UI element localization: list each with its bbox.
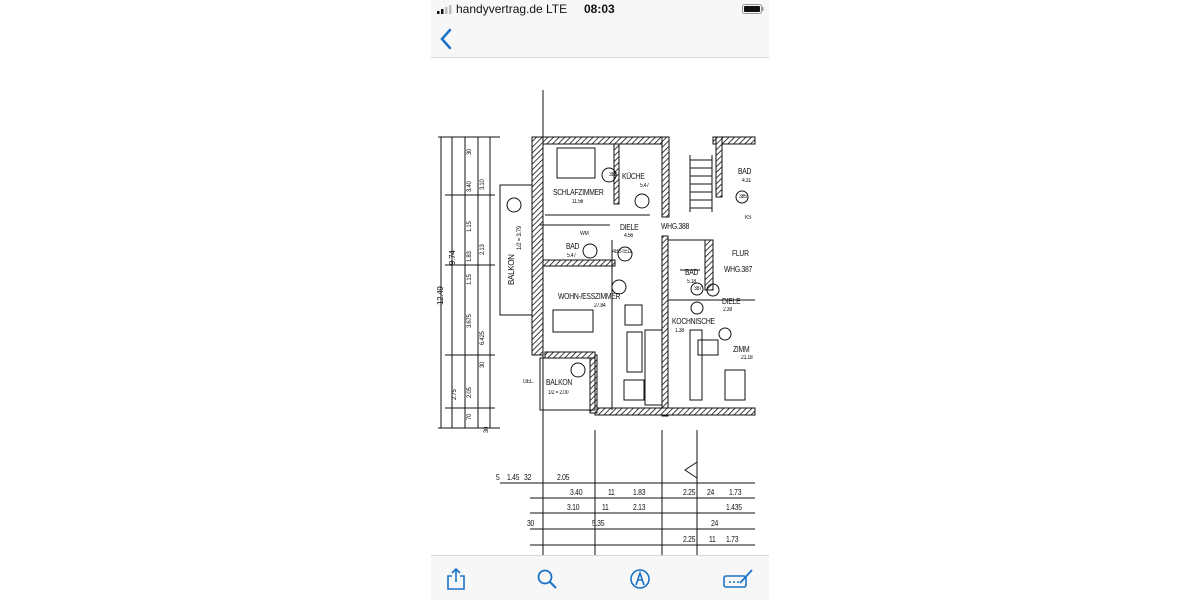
dim-label: 2.13	[480, 244, 486, 255]
clock: 08:03	[584, 2, 615, 16]
room-label: FLUR	[732, 249, 749, 258]
unit-label: WHG.388	[661, 222, 690, 231]
room-label: KOCHNISCHE	[672, 317, 715, 326]
room-label: KÜCHE	[622, 172, 645, 181]
search-button[interactable]	[532, 566, 562, 592]
dim-label: 1.73	[726, 535, 739, 544]
room-label: BAD	[738, 167, 752, 176]
markup-icon	[630, 569, 650, 589]
dim-label: 30	[467, 148, 473, 155]
search-icon	[537, 569, 557, 589]
room-area: 27.84	[594, 303, 606, 309]
room-area: 1/2 = 2.00	[548, 390, 569, 396]
dim-label: 9.74	[448, 250, 457, 265]
dim-label: 11	[602, 503, 609, 512]
dim-label: 12.49	[436, 286, 445, 305]
dim-label: 1.83	[467, 251, 473, 262]
room-area: 5.47	[567, 253, 576, 259]
dim-label: 2.13	[633, 503, 646, 512]
room-area: 5.18	[687, 279, 696, 285]
room-label: DIELE	[722, 297, 741, 306]
dim-label: 24	[711, 519, 719, 528]
dim-label: 5.35	[592, 519, 605, 528]
room-area: 4.56	[624, 233, 633, 239]
share-icon	[447, 567, 465, 590]
room-area: 5.47	[640, 183, 649, 189]
dim-label: 3.40	[570, 488, 583, 497]
dim-label: 2.75	[452, 389, 458, 400]
carrier: handyvertrag.de	[456, 2, 543, 16]
room-area: 4.31	[742, 178, 751, 184]
dim-label: 5	[496, 473, 500, 482]
signal-icon	[437, 5, 452, 14]
dim-label: 3.10	[480, 179, 486, 190]
dim-label: 30	[480, 361, 486, 368]
dim-label: 30	[527, 519, 535, 528]
unit-label: WHG.387	[724, 265, 753, 274]
room-label: BAD	[685, 268, 699, 277]
dim-label: 2.25	[683, 488, 696, 497]
room-area: 1/2 = 3.79	[517, 226, 523, 250]
network-type: LTE	[546, 2, 568, 16]
dim-label: 24	[707, 488, 715, 497]
abstell-label: ABSTELL	[612, 249, 633, 255]
marker-label: 385	[739, 194, 747, 200]
signature-icon	[723, 569, 753, 588]
room-label: DIELE	[620, 223, 639, 232]
dim-label: 3.10	[567, 503, 580, 512]
dim-label: 32	[524, 473, 532, 482]
dim-label: 1.15	[467, 221, 473, 232]
room-area: 21.18	[741, 355, 753, 361]
room-label: SCHLAFZIMMER	[553, 188, 604, 197]
room-label: ZIMM	[733, 345, 750, 354]
dim-label: 2.05	[557, 473, 570, 482]
dim-label: 1.45	[507, 473, 520, 482]
room-area: 2.39	[723, 307, 732, 313]
dim-label: 3.675	[467, 314, 473, 328]
dim-label: 30	[484, 426, 490, 433]
status-bar: handyvertrag.de LTE 08:03	[431, 0, 769, 20]
room-area: 1.38	[675, 328, 684, 334]
room-area: 11.56	[572, 199, 584, 205]
room-label: BALKON	[546, 378, 573, 387]
dim-label: 1.15	[467, 274, 473, 285]
dim-label: 2.25	[683, 535, 696, 544]
bottom-toolbar	[431, 555, 769, 600]
dim-label: 6.425	[480, 331, 486, 345]
gel-label: GEL.	[523, 379, 534, 385]
markup-button[interactable]	[625, 566, 655, 592]
marker-label: 388	[609, 172, 617, 178]
dim-label: 1.435	[726, 503, 742, 512]
room-label: BAD	[566, 242, 580, 251]
ks-label: KS	[745, 215, 752, 221]
dim-label: 11	[608, 488, 615, 497]
dim-label: 70	[467, 413, 473, 420]
dim-label: 11	[709, 535, 716, 544]
wm-label: WM	[580, 231, 589, 237]
navigation-bar	[431, 20, 769, 58]
marker-label: 387	[694, 286, 702, 292]
battery-icon	[742, 4, 764, 14]
dim-label: 1.83	[633, 488, 646, 497]
room-label: BALKON	[507, 254, 516, 285]
dim-label: 3.40	[467, 181, 473, 192]
dim-label: 2.05	[467, 387, 473, 398]
dim-label: 1.73	[729, 488, 742, 497]
chevron-left-icon[interactable]	[439, 28, 453, 50]
room-label: WOHN-/ESSZIMMER	[558, 292, 621, 301]
signature-button[interactable]	[721, 566, 755, 592]
share-button[interactable]	[441, 566, 471, 592]
